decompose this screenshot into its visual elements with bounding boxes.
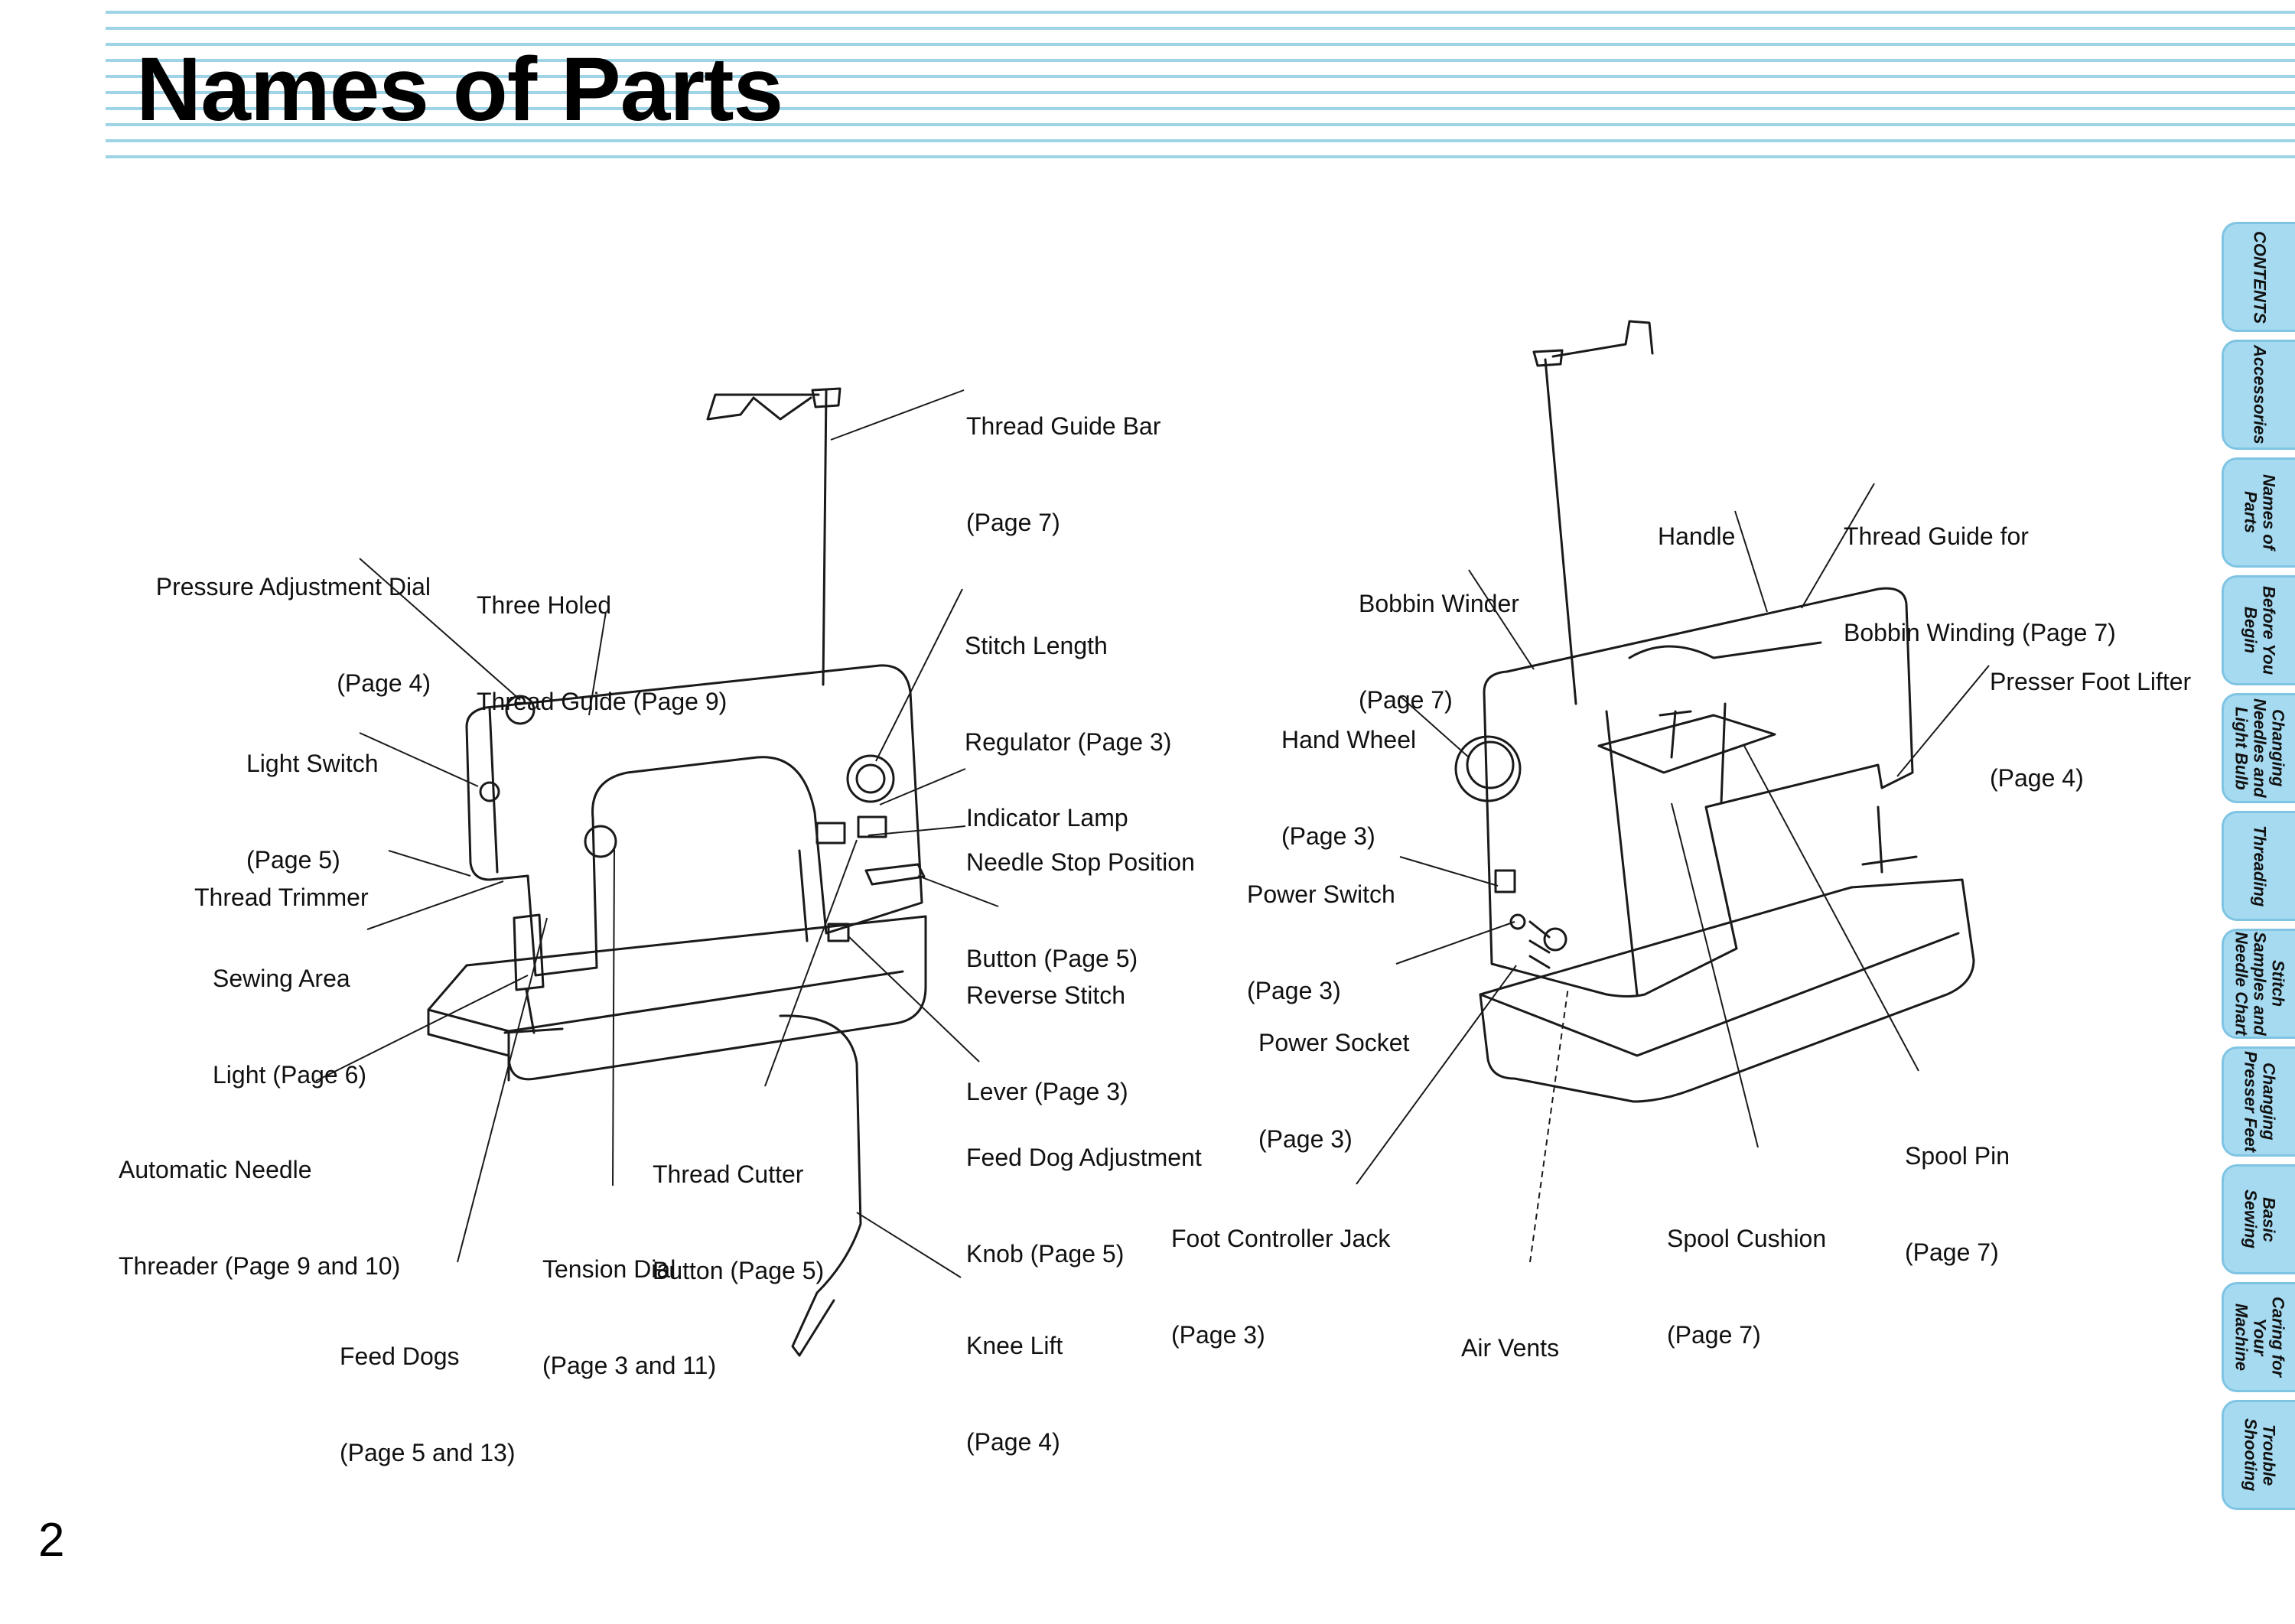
tab-trouble-shooting[interactable]: Trouble Shooting bbox=[2222, 1400, 2295, 1510]
header-stripe bbox=[106, 139, 2295, 142]
header-stripes bbox=[106, 0, 2295, 184]
header-stripe bbox=[106, 59, 2295, 62]
header-stripe bbox=[106, 91, 2295, 94]
label-reverse-stitch-lever: Reverse Stitch Lever (Page 3) bbox=[966, 981, 1128, 1105]
tab-changing-needles-light-bulb[interactable]: Changing Needles and Light Bulb bbox=[2222, 693, 2295, 803]
label-light-switch: Light Switch (Page 5) bbox=[246, 750, 379, 874]
label-indicator-lamp: Indicator Lamp bbox=[966, 804, 1128, 832]
header-stripe bbox=[106, 155, 2295, 158]
label-feed-dog-adjustment-knob: Feed Dog Adjustment Knob (Page 5) bbox=[966, 1144, 1202, 1268]
header-stripe bbox=[106, 43, 2295, 46]
header-stripe bbox=[106, 123, 2295, 126]
label-bobbin-winder: Bobbin Winder (Page 7) bbox=[1359, 590, 1519, 714]
front-machine-drawing bbox=[427, 387, 927, 1357]
tab-contents[interactable]: CONTENTS bbox=[2222, 222, 2295, 332]
label-feed-dogs: Feed Dogs (Page 5 and 13) bbox=[340, 1342, 516, 1466]
label-stitch-length-regulator: Stitch Length Regulator (Page 3) bbox=[965, 632, 1172, 756]
label-thread-cutter-button: Thread Cutter Button (Page 5) bbox=[653, 1160, 825, 1284]
label-sewing-area-light: Sewing Area Light (Page 6) bbox=[213, 965, 367, 1089]
tab-caring-for-machine[interactable]: Caring for Your Machine bbox=[2222, 1282, 2295, 1392]
label-power-switch: Power Switch (Page 3) bbox=[1247, 880, 1395, 1004]
tab-accessories[interactable]: Accessories bbox=[2222, 340, 2295, 450]
label-knee-lift: Knee Lift (Page 4) bbox=[966, 1332, 1063, 1456]
label-hand-wheel: Hand Wheel (Page 3) bbox=[1281, 726, 1417, 850]
label-pressure-adjustment-dial: Pressure Adjustment Dial (Page 4) bbox=[155, 573, 431, 697]
label-thread-guide-bobbin-winding: Thread Guide for Bobbin Winding (Page 7) bbox=[1844, 522, 2116, 646]
label-spool-pin: Spool Pin (Page 7) bbox=[1905, 1142, 2010, 1266]
header-stripe bbox=[106, 107, 2295, 110]
label-tension-dial: Tension Dial (Page 3 and 11) bbox=[542, 1255, 717, 1379]
label-thread-guide-bar: Thread Guide Bar (Page 7) bbox=[966, 412, 1161, 536]
header-stripe bbox=[106, 11, 2295, 14]
tab-before-you-begin[interactable]: Before You Begin bbox=[2222, 575, 2295, 685]
tab-basic-sewing[interactable]: Basic Sewing bbox=[2222, 1164, 2295, 1274]
rear-machine-drawing bbox=[1454, 320, 1975, 1103]
page-title: Names of Parts bbox=[136, 39, 783, 140]
tab-names-of-parts[interactable]: Names of Parts bbox=[2222, 457, 2295, 568]
label-needle-stop-position-button: Needle Stop Position Button (Page 5) bbox=[966, 848, 1195, 972]
page-number: 2 bbox=[38, 1514, 65, 1567]
tab-stitch-samples[interactable]: Stitch Samples and Needle Chart bbox=[2222, 929, 2295, 1039]
tab-threading[interactable]: Threading bbox=[2222, 811, 2295, 921]
label-three-holed-thread-guide: Three Holed Thread Guide (Page 9) bbox=[477, 591, 728, 715]
header-stripe bbox=[106, 27, 2295, 30]
label-foot-controller-jack: Foot Controller Jack (Page 3) bbox=[1171, 1225, 1391, 1349]
label-automatic-needle-threader: Automatic Needle Threader (Page 9 and 10… bbox=[119, 1156, 401, 1280]
label-handle: Handle bbox=[1658, 522, 1736, 550]
label-thread-trimmer: Thread Trimmer bbox=[194, 884, 369, 911]
tab-changing-presser-feet[interactable]: Changing Presser Feet bbox=[2222, 1046, 2295, 1157]
label-power-socket: Power Socket (Page 3) bbox=[1258, 1029, 1410, 1153]
leader-lines bbox=[315, 389, 1990, 1278]
label-presser-foot-lifter: Presser Foot Lifter (Page 4) bbox=[1990, 668, 2192, 792]
header-stripe bbox=[106, 75, 2295, 78]
label-air-vents: Air Vents bbox=[1461, 1334, 1560, 1362]
label-spool-cushion: Spool Cushion (Page 7) bbox=[1667, 1225, 1827, 1349]
